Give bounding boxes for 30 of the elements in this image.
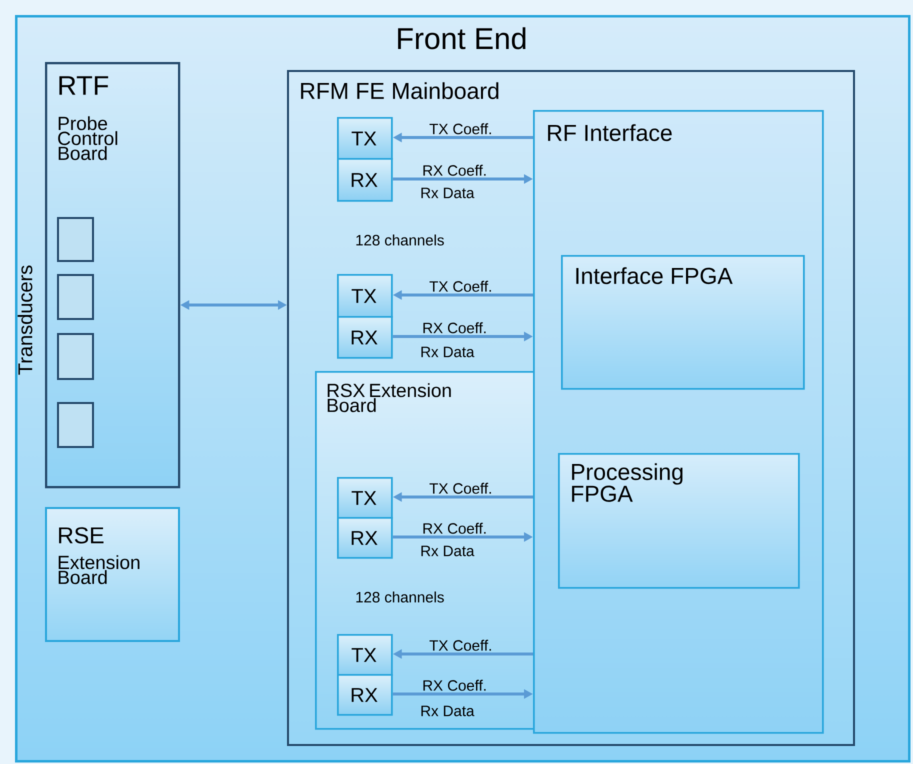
channel-box: TX xyxy=(337,477,393,519)
edge-label: RX Coeff. xyxy=(423,164,486,176)
slot-box xyxy=(57,217,94,262)
signal-label: Rx Data xyxy=(421,706,474,716)
fpga-box: Processing FPGA xyxy=(558,453,800,589)
fpga-box: Interface FPGA xyxy=(561,255,805,390)
slot-box xyxy=(57,333,94,380)
channel-box: RX xyxy=(337,316,393,359)
signal-label: Rx Data xyxy=(421,188,474,198)
channel-box: TX xyxy=(337,274,393,318)
channel-box: RX xyxy=(337,674,393,716)
edge-label: RX Coeff. xyxy=(423,322,486,334)
channel-box: RX xyxy=(337,517,393,559)
signal-label: Rx Data xyxy=(421,346,474,358)
slot-box xyxy=(57,402,94,448)
channel-box: TX xyxy=(337,634,393,676)
channel-box: TX xyxy=(337,117,393,160)
board-box: RSE Extension Board xyxy=(45,507,180,642)
side-label: Transducers xyxy=(18,266,32,375)
slot-box xyxy=(57,274,94,320)
signal-label: 128 channels xyxy=(356,234,444,246)
signal-label: 128 channels xyxy=(356,592,444,602)
edge-label: RX Coeff. xyxy=(423,680,486,691)
edge-label: TX Coeff. xyxy=(430,482,491,494)
edge-label: RX Coeff. xyxy=(423,522,486,534)
edge-label: TX Coeff. xyxy=(430,123,491,134)
channel-box: RX xyxy=(337,158,393,202)
signal-label: Rx Data xyxy=(421,546,474,556)
edge-label: TX Coeff. xyxy=(430,280,491,292)
edge-label: TX Coeff. xyxy=(430,640,491,651)
